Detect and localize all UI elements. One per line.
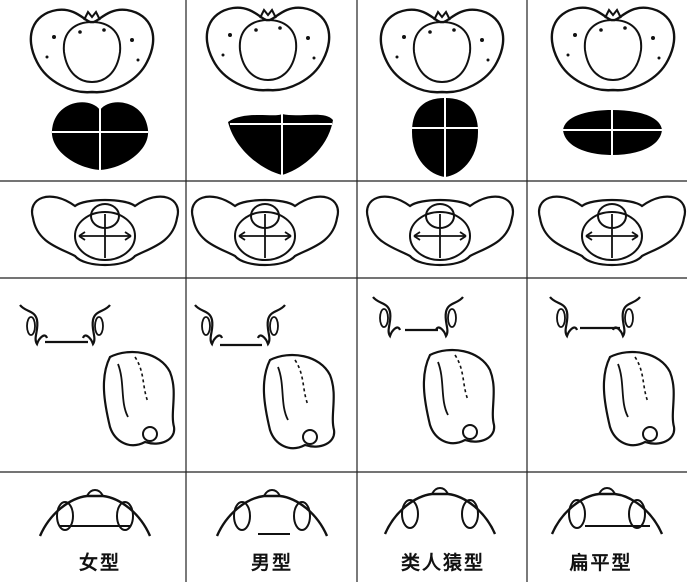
pubic-arch-android	[217, 490, 327, 536]
pelvis-top-view-gynecoid	[31, 10, 153, 93]
pelvis-front-view-gynecoid	[32, 197, 178, 265]
inlet-shape-gynecoid	[52, 100, 148, 170]
pubic-arch-anthropoid	[385, 488, 495, 534]
column-android	[192, 8, 338, 536]
pelvis-front-view-android	[192, 197, 338, 265]
inlet-shape-platypelloid	[563, 110, 662, 155]
spines-view-platypelloid	[550, 297, 640, 336]
spines-view-android	[195, 305, 285, 344]
pelvis-front-view-platypelloid	[539, 197, 685, 265]
spines-view-gynecoid	[20, 305, 110, 344]
column-platypelloid	[539, 8, 685, 534]
hip-side-view-android	[264, 355, 334, 448]
hip-side-view-gynecoid	[104, 352, 174, 445]
caption-platypelloid: 扁平型	[515, 548, 687, 575]
caption-anthropoid: 类人猿型	[357, 548, 529, 575]
pelvis-top-view-android	[207, 8, 329, 91]
column-gynecoid	[20, 10, 178, 536]
pelvis-top-view-platypelloid	[552, 8, 674, 91]
hip-side-view-anthropoid	[424, 350, 494, 443]
pubic-arch-gynecoid	[40, 490, 150, 536]
hip-side-view-platypelloid	[604, 352, 674, 445]
column-anthropoid	[367, 10, 513, 534]
inlet-shape-android	[228, 114, 333, 175]
caption-gynecoid: 女型	[14, 548, 186, 575]
pelvis-top-view-anthropoid	[381, 10, 503, 93]
pelvis-front-view-anthropoid	[367, 197, 513, 265]
inlet-shape-anthropoid	[412, 98, 478, 177]
pubic-arch-platypelloid	[552, 488, 662, 534]
caption-android: 男型	[186, 548, 358, 575]
